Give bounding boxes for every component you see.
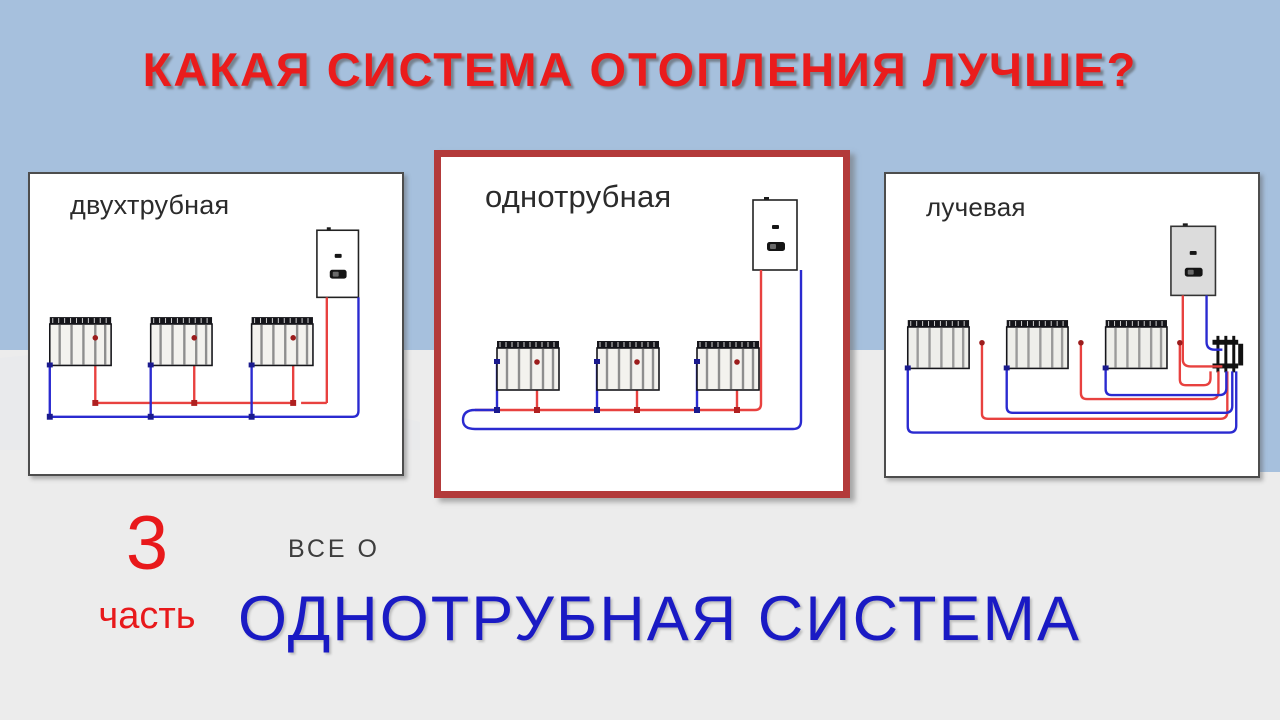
all-about-label: ВСЕ О — [288, 535, 380, 563]
part-number: 3 — [125, 501, 169, 586]
schematic-one-pipe — [441, 157, 843, 491]
schematic-radial — [886, 174, 1258, 476]
panel-caption-radial: лучевая — [926, 192, 1026, 222]
part-word: часть — [98, 595, 196, 637]
schematic-two-pipe — [30, 174, 402, 474]
panel-caption-two-pipe: двухтрубная — [70, 190, 230, 220]
diagram-panel-radial[interactable]: лучевая — [884, 172, 1260, 478]
subtitle: ОДНОТРУБНАЯ СИСТЕМА — [238, 584, 1081, 654]
diagram-panel-one-pipe[interactable]: однотрубная — [434, 150, 850, 498]
panel-caption-one-pipe: однотрубная — [485, 179, 672, 214]
page-title: КАКАЯ СИСТЕМА ОТОПЛЕНИЯ ЛУЧШЕ? — [142, 43, 1138, 96]
diagram-panel-two-pipe[interactable]: двухтрубная — [28, 172, 404, 476]
